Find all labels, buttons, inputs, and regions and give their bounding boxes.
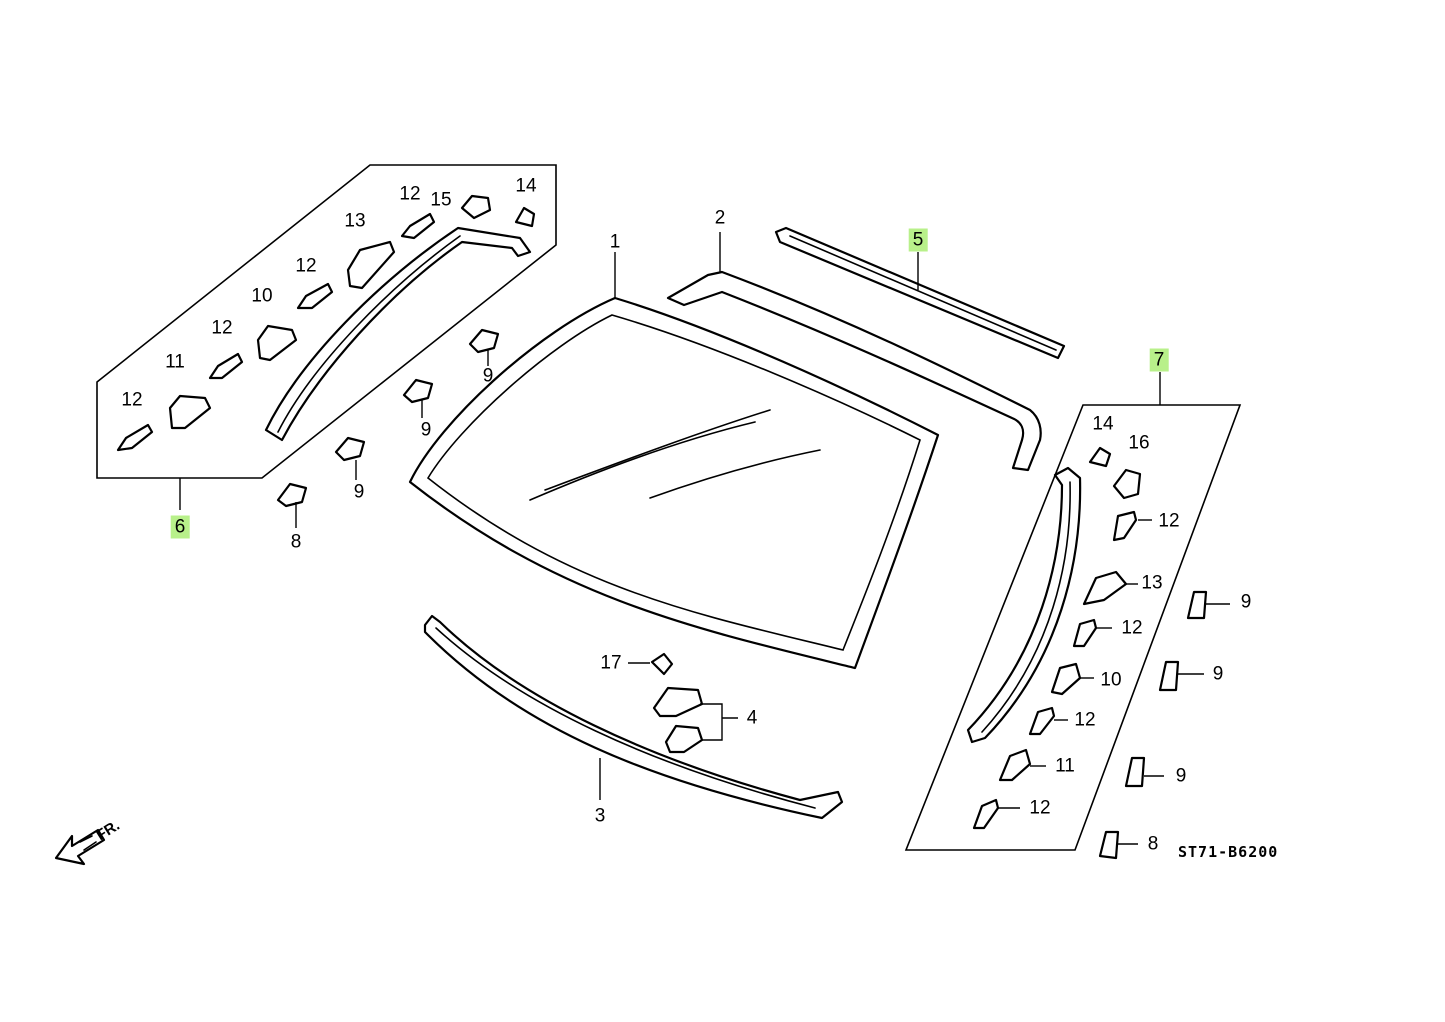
callout-10-right: 10 — [1100, 669, 1122, 691]
callout-17: 17 — [600, 652, 622, 674]
callout-9-a: 9 — [353, 481, 365, 503]
callout-12-e: 12 — [1158, 510, 1180, 532]
fastener-clips — [116, 194, 1208, 860]
lower-molding — [423, 614, 844, 820]
callout-12-b: 12 — [211, 317, 233, 339]
callout-12-f: 12 — [1121, 617, 1143, 639]
callout-5: 5 — [908, 228, 928, 252]
callout-12-c: 12 — [295, 255, 317, 277]
callout-12-d: 12 — [399, 183, 421, 205]
roof-molding — [774, 226, 1066, 360]
leader-lines — [179, 232, 1230, 845]
callout-15: 15 — [430, 189, 452, 211]
callout-10-left: 10 — [251, 285, 273, 307]
upper-molding — [666, 270, 1042, 472]
callout-9-e: 9 — [1212, 663, 1224, 685]
callout-14-left: 14 — [515, 175, 537, 197]
windshield-glass — [408, 296, 940, 670]
callout-4: 4 — [746, 707, 758, 729]
callout-6: 6 — [170, 515, 190, 539]
callout-11-right: 11 — [1055, 755, 1075, 777]
right-side-molding — [966, 466, 1082, 744]
callout-16: 16 — [1128, 432, 1150, 454]
callout-8-right: 8 — [1147, 833, 1159, 855]
callout-3: 3 — [594, 805, 606, 827]
callout-12-a: 12 — [121, 389, 143, 411]
callout-7: 7 — [1149, 348, 1169, 372]
group-box-right — [904, 404, 1242, 851]
diagram-code: ST71-B6200 — [1178, 843, 1279, 861]
callout-11-left: 11 — [165, 351, 185, 373]
callout-9-b: 9 — [420, 419, 432, 441]
callout-8-left: 8 — [290, 531, 302, 553]
callout-14-right: 14 — [1092, 413, 1114, 435]
callout-9-f: 9 — [1175, 765, 1187, 787]
callout-9-d: 9 — [1240, 591, 1252, 613]
callout-13-left: 13 — [344, 210, 366, 232]
left-side-molding — [264, 226, 532, 442]
callout-2: 2 — [714, 207, 726, 229]
front-arrow-icon — [54, 828, 106, 866]
group-box-left — [96, 164, 557, 479]
callout-13-right: 13 — [1141, 572, 1163, 594]
callout-12-h: 12 — [1029, 797, 1051, 819]
callout-1: 1 — [609, 231, 621, 253]
callout-9-c: 9 — [482, 365, 494, 387]
callout-12-g: 12 — [1074, 709, 1096, 731]
